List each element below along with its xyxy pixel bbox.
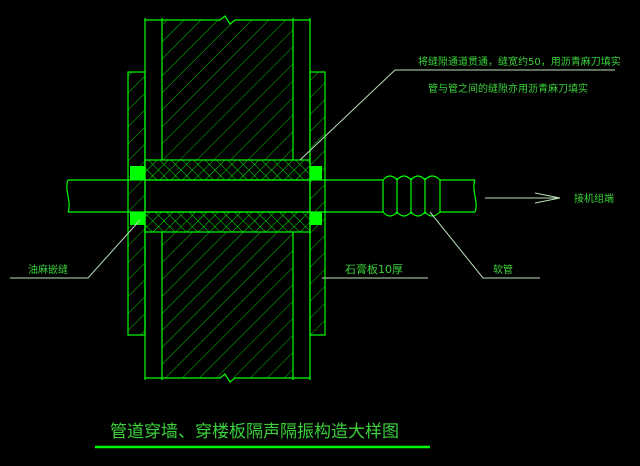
note-2: 管与管之间的缝隙亦用沥青麻刀填实	[428, 82, 588, 95]
wall	[144, 15, 311, 383]
insulation-sleeve	[144, 159, 311, 233]
drawing-title: 管道穿墙、穿楼板隔声隔振构造大样图	[110, 422, 399, 442]
note-1: 将缝隙通道贯通，缝宽约50，用沥青麻刀填实	[418, 55, 621, 68]
label-oakum: 油麻嵌缝	[28, 263, 68, 276]
label-hose: 软管	[493, 263, 513, 276]
label-gypsum: 石膏板10厚	[345, 262, 403, 276]
leaders	[10, 69, 615, 279]
gypsum-boards	[127, 71, 326, 336]
pipe	[66, 179, 477, 213]
flexible-hose	[382, 175, 441, 217]
label-unit-end: 接机组端	[574, 192, 614, 205]
oakum-seal	[130, 166, 322, 225]
